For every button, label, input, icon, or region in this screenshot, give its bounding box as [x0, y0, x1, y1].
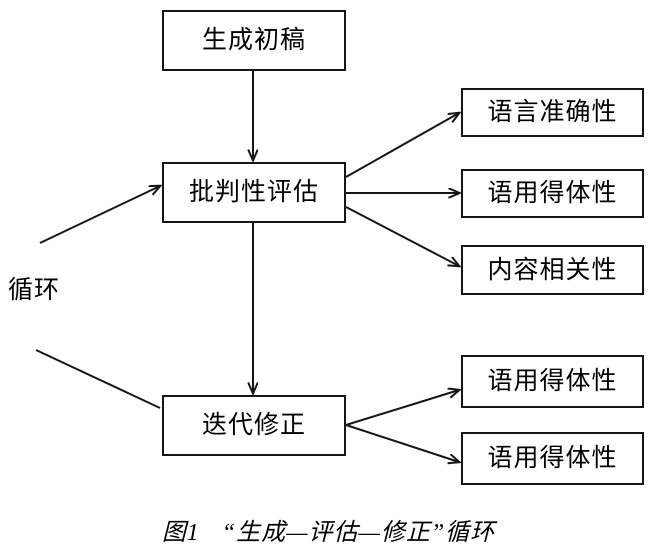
node-draft[interactable]: 生成初稿 — [162, 10, 346, 71]
cycle-label: 循环 — [8, 278, 60, 303]
node-language-accuracy[interactable]: 语言准确性 — [461, 88, 644, 137]
node-iterative-revision[interactable]: 迭代修正 — [162, 395, 346, 456]
node-pragmatic-appropriateness[interactable]: 语用得体性 — [461, 169, 644, 218]
figure-caption-text: “生成—评估—修正”循环 — [221, 520, 496, 546]
cycle-label-text: 循环 — [8, 277, 61, 304]
node-revision-output-one[interactable]: 语用得体性 — [461, 355, 644, 408]
connector-revise-to-output-two — [345, 424, 459, 462]
connector-evaluate-to-content-relevance — [345, 206, 459, 266]
node-content-relevance-label: 内容相关性 — [487, 256, 618, 284]
node-critical-evaluation[interactable]: 批判性评估 — [162, 162, 346, 223]
node-language-accuracy-label: 语言准确性 — [487, 99, 618, 126]
node-revision-output-two-label: 语用得体性 — [487, 445, 618, 472]
figure-caption: 图1 “生成—评估—修正”循环 — [0, 512, 657, 547]
figure-caption-number: 图1 — [161, 520, 200, 546]
node-revision-output-two[interactable]: 语用得体性 — [461, 432, 644, 485]
node-critical-evaluation-label: 批判性评估 — [188, 179, 319, 206]
connector-evaluate-to-language-accuracy — [345, 113, 459, 178]
connector-cycle-lower-segment — [35, 349, 161, 409]
connector-cycle-upper-segment — [39, 186, 160, 244]
node-pragmatic-appropriateness-label: 语用得体性 — [487, 180, 618, 207]
node-revision-output-one-label: 语用得体性 — [487, 368, 618, 395]
node-content-relevance[interactable]: 内容相关性 — [461, 245, 644, 295]
connector-revise-to-output-one — [345, 390, 459, 426]
node-iterative-revision-label: 迭代修正 — [201, 412, 306, 439]
node-draft-label: 生成初稿 — [201, 27, 306, 54]
